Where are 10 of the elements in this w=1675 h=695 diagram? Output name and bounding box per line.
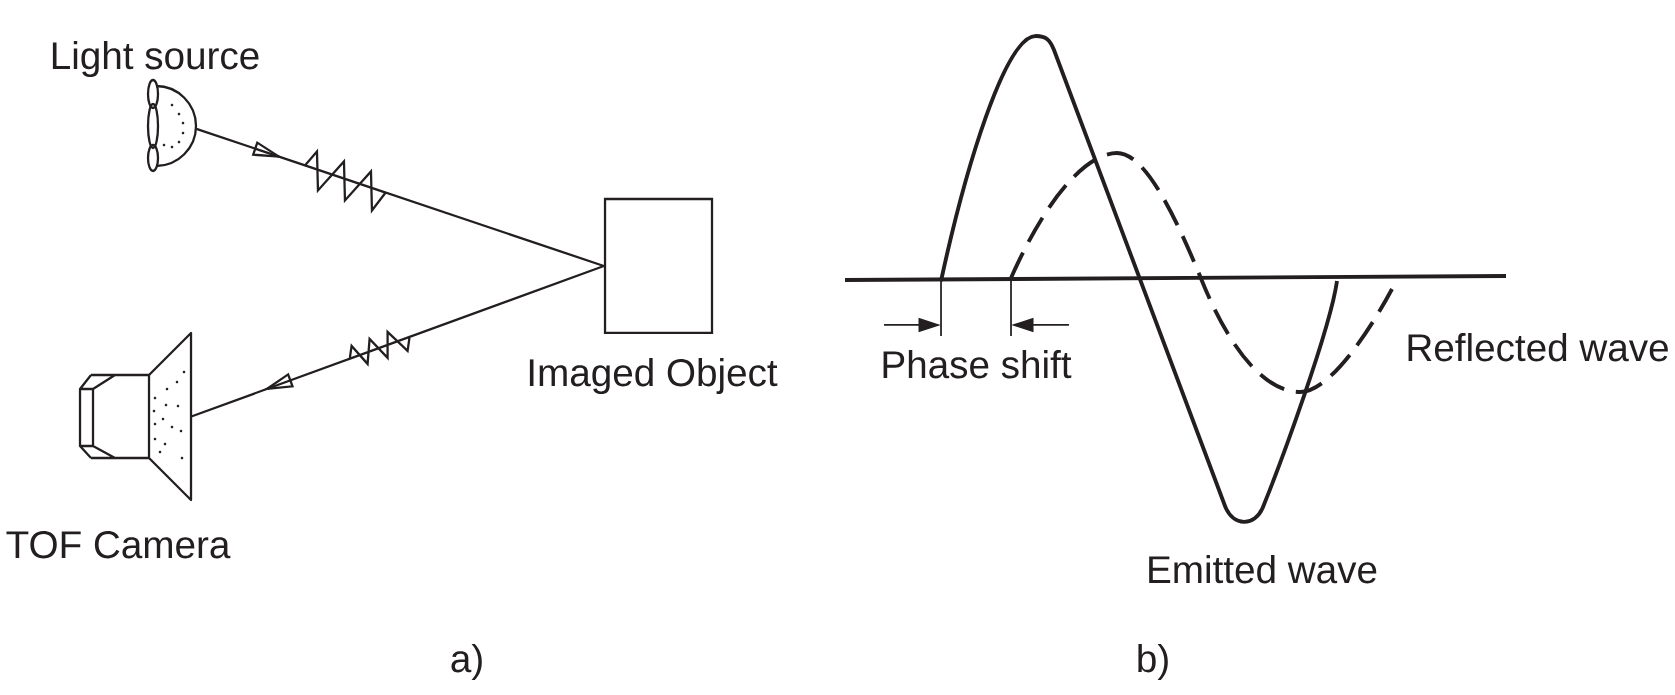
text-label: Emitted wave	[1149, 554, 1377, 584]
text-label: TOF Camera	[6, 531, 231, 559]
text-label: Light source	[52, 40, 259, 77]
text-label: Imaged Object	[529, 357, 778, 394]
zigzag-arrow	[190, 264, 605, 418]
dimension-label: Phase shift	[883, 349, 1072, 379]
panel-label: b)	[1138, 643, 1168, 680]
zigzag-arrow	[196, 127, 605, 268]
panel-label: a)	[451, 643, 482, 680]
text-label: Reflected wave	[1408, 332, 1668, 362]
